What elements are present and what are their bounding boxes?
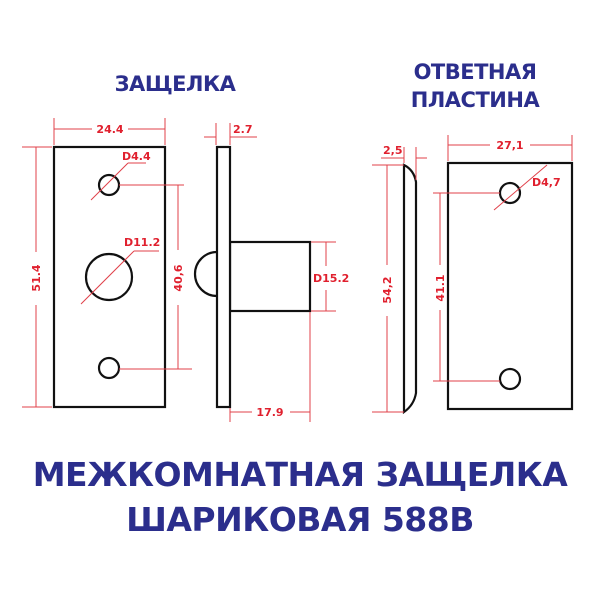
latch-front-view [52, 145, 167, 409]
strike-plate-thickness-label: 2,5 [383, 144, 403, 157]
latch-side-view [193, 145, 312, 409]
strike-plate-side-profile [402, 163, 418, 415]
strike-plate-hole-top [498, 181, 522, 205]
strike-plate-hole-bottom [498, 367, 522, 391]
latch-plate-thickness-label: 2.7 [233, 123, 253, 136]
strike-plate-front-dimensions: 27,1 D4,7 41.1 [433, 135, 573, 382]
latch-ball [193, 250, 218, 298]
latch-title: ЗАЩЕЛКА [114, 72, 236, 96]
product-name-line2: ШАРИКОВАЯ 588В [126, 500, 474, 539]
strike-plate-side-dimensions: 2,5 54,2 [372, 144, 427, 413]
latch-small-hole-bottom [97, 356, 121, 380]
latch-small-hole-label: D4.4 [122, 150, 151, 163]
strike-plate-hole-spacing-label: 41.1 [434, 274, 447, 301]
strike-plate-side-view [402, 163, 418, 415]
latch-cylinder-diameter-label: D15.2 [313, 272, 349, 285]
latch-large-hole-label: D11.2 [124, 236, 160, 249]
latch-hole-spacing-label: 40,6 [172, 264, 185, 291]
latch-height-label: 51.4 [30, 264, 43, 291]
latch-cylinder [228, 240, 312, 313]
strike-plate-front-view [446, 161, 574, 411]
latch-side-dimensions: 2.7 D15.2 17.9 [204, 123, 349, 422]
latch-side-plate [215, 145, 232, 409]
strike-plate-title-line1: ОТВЕТНАЯ [413, 60, 537, 84]
strike-plate-width-label: 27,1 [496, 139, 523, 152]
strike-plate-title-line2: ПЛАСТИНА [410, 88, 540, 112]
latch-width-label: 24.4 [96, 123, 123, 136]
latch-cylinder-length-label: 17.9 [256, 406, 283, 419]
strike-plate-height-label: 54,2 [381, 276, 394, 303]
latch-large-hole [84, 252, 134, 302]
product-name-line1: МЕЖКОМНАТНАЯ ЗАЩЕЛКА [32, 455, 568, 494]
latch-dimensions: 24.4 51.4 D4.4 D11.2 40,6 [22, 118, 192, 408]
latch-small-hole-top [97, 173, 121, 197]
strike-plate-hole-label: D4,7 [532, 176, 561, 189]
